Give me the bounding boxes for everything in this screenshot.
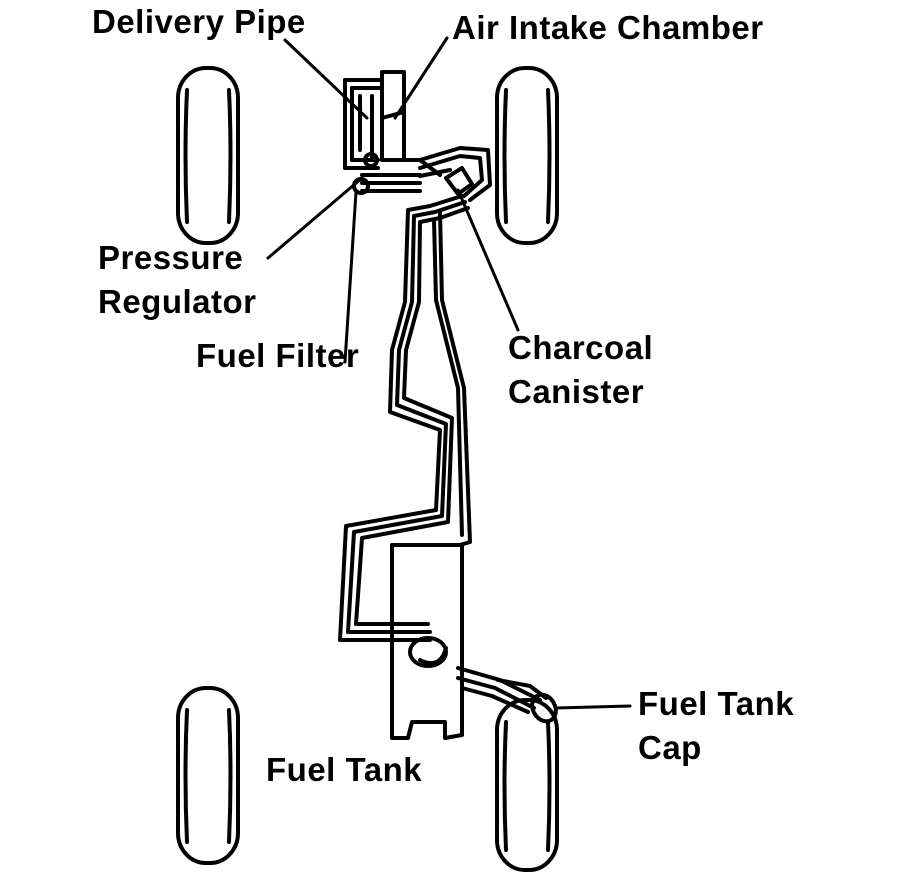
fuel-lines [338,194,472,642]
fuel-filter-label: Fuel Filter [196,337,360,374]
leader-lines [266,36,632,710]
rear-right-wheel [495,698,559,872]
pressure-regulator-label-line1: Pressure [98,239,244,276]
rear-left-wheel [176,686,240,865]
fuel-tank-cap-label-line1: Fuel Tank [638,685,795,722]
front-right-wheel [495,66,559,245]
pressure-regulator-label-line2: Regulator [98,283,257,320]
fuel-tank [390,543,464,740]
fuel-tank-label: Fuel Tank [266,751,423,788]
charcoal-canister-label-line1: Charcoal [508,329,654,366]
delivery-pipe [343,78,384,170]
air-intake-chamber [380,70,406,162]
fuel-tank-cap-label-line2: Cap [638,729,702,766]
fuel-tank-cap [530,692,558,724]
charcoal-canister-label-line2: Canister [508,373,645,410]
delivery-pipe-label: Delivery Pipe [92,3,306,40]
front-left-wheel [176,66,240,245]
air-intake-chamber-label: Air Intake Chamber [452,9,764,46]
charcoal-canister [418,146,492,202]
